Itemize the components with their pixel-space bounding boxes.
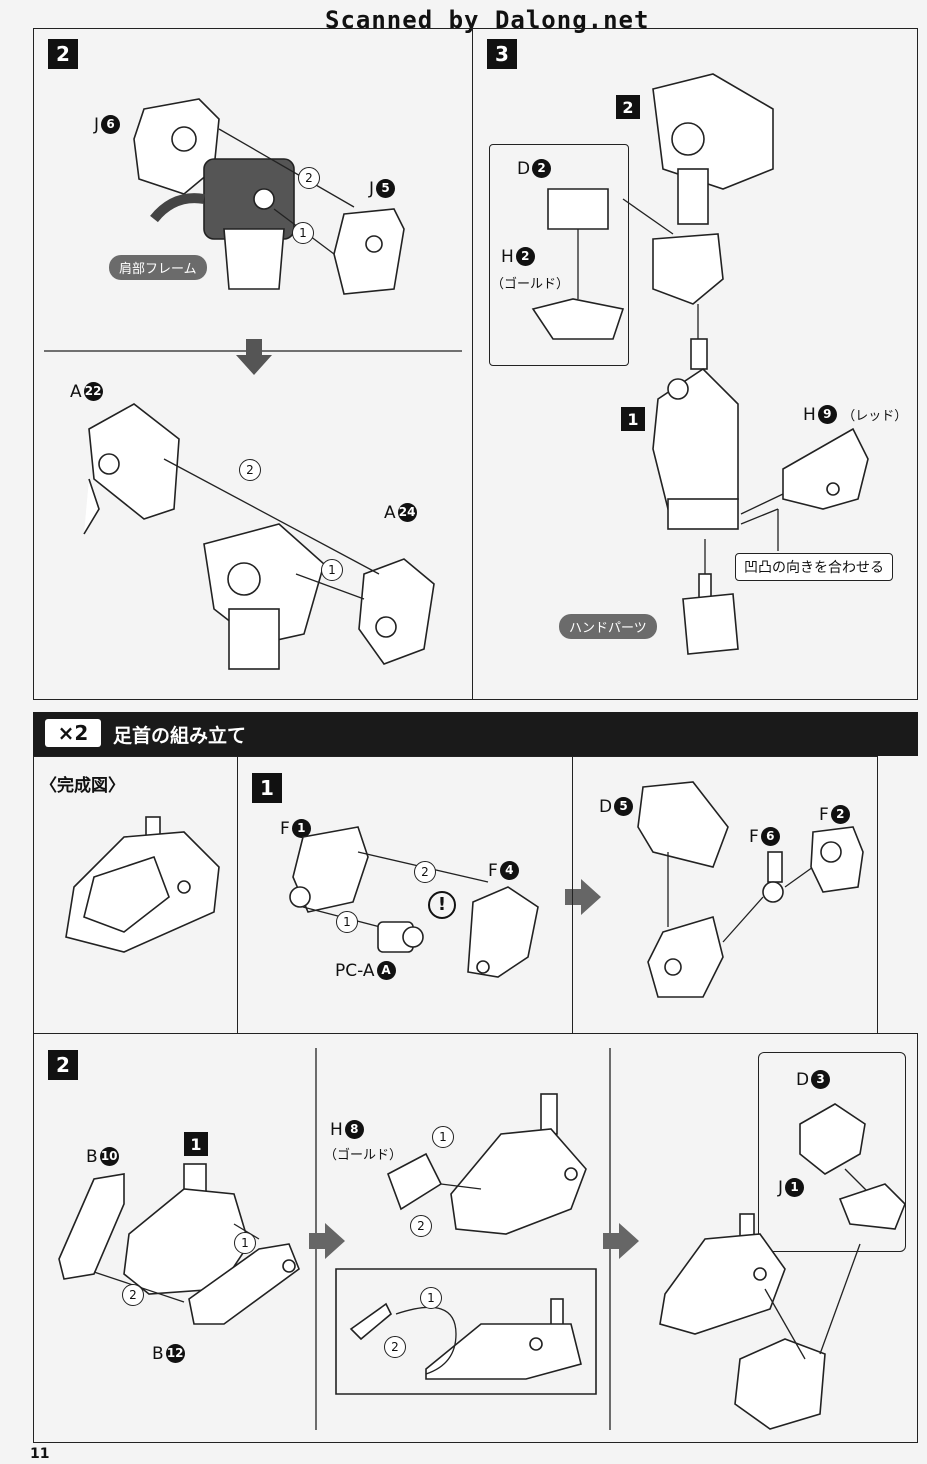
- shoulder-frame-pill: 肩部フレーム: [109, 255, 207, 280]
- sequence-2b: 2: [239, 459, 261, 481]
- step-number: 1: [252, 773, 282, 803]
- sequence-2c: 2: [384, 1336, 406, 1358]
- multiplier-badge: ×2: [45, 719, 101, 747]
- completed-ankle-diagram: [65, 816, 220, 953]
- sequence-1c: 1: [420, 1287, 442, 1309]
- sequence-1b: 1: [432, 1126, 454, 1148]
- sequence-2b: 2: [410, 1215, 432, 1237]
- step-number: 2: [48, 39, 78, 69]
- inset-box-d2-h2: [489, 144, 629, 366]
- inset-box-d3-j1: [758, 1052, 906, 1252]
- h2-note: （ゴールド）: [491, 277, 570, 292]
- step-number: 3: [487, 39, 517, 69]
- scan-credit: Scanned by Dalong.net: [325, 6, 650, 34]
- sequence-1: 1: [234, 1232, 256, 1254]
- sequence-1: 1: [292, 222, 314, 244]
- sequence-2: 2: [122, 1284, 144, 1306]
- right-arrow-1: [309, 1223, 345, 1259]
- caution-icon: !: [428, 891, 456, 919]
- sequence-2: 2: [298, 167, 320, 189]
- sequence-1b: 1: [321, 559, 343, 581]
- down-arrow: [236, 339, 272, 375]
- align-notches-callout: 凹凸の向きを合わせる: [735, 553, 893, 581]
- ankle-step1-diagram: [289, 826, 539, 978]
- ankle-result-diagram: [637, 781, 864, 998]
- section-bar: ×2 足首の組み立て: [33, 712, 918, 756]
- right-arrow: [565, 879, 601, 915]
- step-number: 2: [48, 1050, 78, 1080]
- section-title: 足首の組み立て: [113, 725, 247, 747]
- ankle-step2-right-diagram: [659, 1103, 906, 1430]
- sub-step-1: 1: [621, 407, 645, 431]
- panel-completed-view: 〈完成図〉: [33, 756, 238, 1034]
- arm-assembly-diagram: [531, 73, 869, 655]
- shoulder-frame-diagram: [44, 98, 462, 352]
- hand-parts-pill: ハンドパーツ: [559, 614, 657, 639]
- shoulder-assembly-diagram: [83, 403, 435, 670]
- page-number: 11: [30, 1446, 50, 1462]
- right-arrow-2: [603, 1223, 639, 1259]
- sequence-2: 2: [414, 861, 436, 883]
- sub-step-1: 1: [184, 1132, 208, 1156]
- completed-label: 〈完成図〉: [40, 776, 125, 796]
- sub-step-2: 2: [616, 95, 640, 119]
- h8-note: （ゴールド）: [324, 1148, 403, 1163]
- sequence-1: 1: [336, 911, 358, 933]
- ankle-step2-left-diagram: [58, 1163, 300, 1325]
- ankle-step2-mid-diagram: [335, 1093, 597, 1395]
